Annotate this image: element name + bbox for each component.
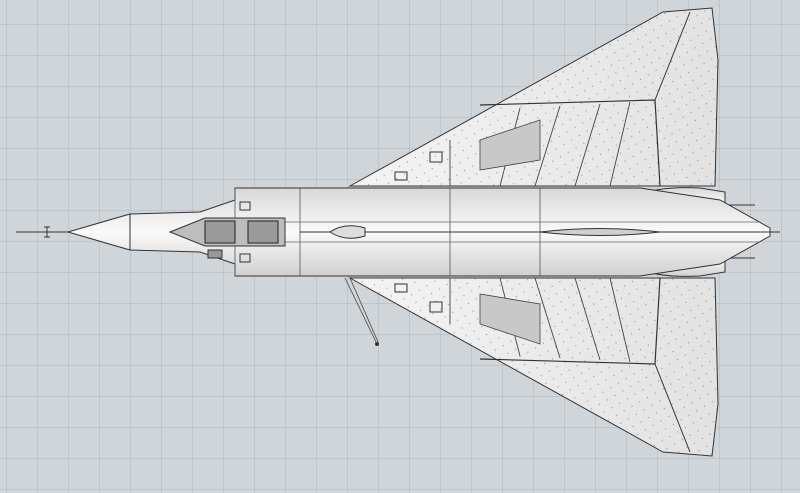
upper-wing	[348, 7, 719, 187]
pitot-probe	[16, 226, 68, 238]
cockpit	[168, 201, 286, 263]
lower-wing	[348, 277, 719, 457]
antenna-wire	[344, 277, 379, 346]
